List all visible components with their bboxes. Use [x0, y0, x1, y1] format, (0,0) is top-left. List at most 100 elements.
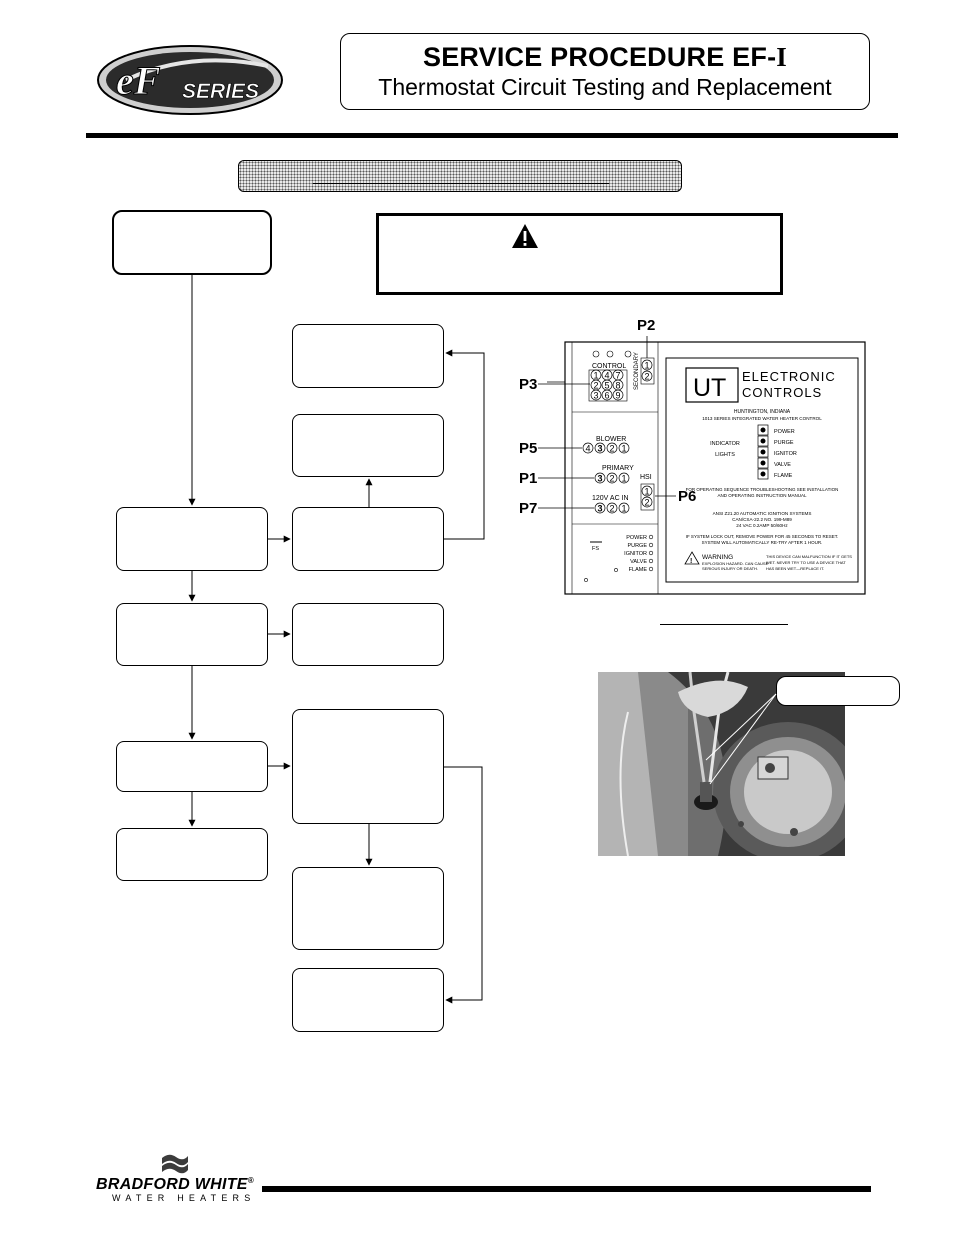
brand-line-1: ELECTRONIC: [742, 369, 836, 384]
svg-text:1: 1: [621, 474, 626, 484]
ef-logo-series-text: SERIES: [182, 80, 259, 103]
lockout-line-1: IF SYSTEM LOCK OUT, REMOVE POWER FOR 45 …: [686, 534, 839, 539]
label-p5: P5: [519, 440, 537, 457]
board-series-line: 1013 SERIES INTEGRATED WATER HEATER CONT…: [702, 416, 822, 421]
board-caption-underline: [660, 624, 788, 625]
label-p7: P7: [519, 500, 537, 517]
title-roman-numeral: I: [776, 42, 787, 72]
svg-text:9: 9: [615, 391, 620, 401]
p3-connector-pins: 1 4 7 2 5 8 3 6 9: [590, 369, 624, 401]
svg-text:!: !: [690, 558, 692, 565]
ef-series-logo: eF SERIES: [97, 45, 283, 115]
flow-box-left-3: [116, 741, 268, 792]
flow-box-right-5: [292, 709, 444, 824]
control-board-diagram: UT ELECTRONIC CONTROLS HUNTINGTON, INDIA…: [519, 317, 866, 595]
board-location: HUNTINGTON, INDIANA: [734, 409, 791, 415]
p2-connector-pins: 1 2: [641, 359, 653, 382]
label-p3: P3: [519, 376, 537, 393]
svg-text:POWER: POWER: [626, 535, 647, 541]
fs-label: FS: [592, 546, 599, 552]
svg-text:2: 2: [593, 381, 598, 391]
indicator-label-1: INDICATOR: [710, 441, 740, 447]
svg-text:7: 7: [615, 371, 620, 381]
svg-text:1: 1: [621, 504, 626, 514]
page-subtitle: Thermostat Circuit Testing and Replaceme…: [378, 74, 832, 100]
hsi-label: HSI: [640, 474, 652, 481]
warning-triangle-icon: [512, 224, 538, 248]
warning-small-icon: !: [684, 551, 700, 565]
flow-box-right-2: [292, 414, 444, 477]
svg-text:1: 1: [644, 487, 649, 497]
indicator-purge: PURGE: [774, 440, 794, 446]
sequence-note-2: AND OPERATING INSTRUCTION MANUAL: [718, 493, 807, 498]
indicator-label-2: LIGHTS: [715, 452, 735, 458]
primary-label: PRIMARY: [602, 465, 634, 472]
svg-text:VALVE: VALVE: [630, 559, 647, 565]
label-p2: P2: [637, 317, 655, 334]
section-banner: [238, 160, 682, 192]
label-p1: P1: [519, 470, 537, 487]
board-warning-line-2: SERIOUS INJURY OR DEATH.: [702, 566, 758, 571]
arrow-right-5-loop-to-right-7: [444, 766, 483, 1004]
svg-text:6: 6: [604, 391, 609, 401]
flow-box-left-1: [116, 507, 268, 571]
flow-box-right-6: [292, 867, 444, 950]
flow-box-left-4: [116, 828, 268, 881]
p7-connector-pins: 3 2 1: [594, 502, 630, 514]
photo-callout-box: [776, 676, 900, 706]
flow-box-right-4: [292, 603, 444, 666]
p6-connector-pins: 1 2: [641, 485, 653, 508]
ef-logo-letters: eF: [116, 58, 161, 103]
label-p6: P6: [678, 488, 696, 505]
svg-text:3: 3: [597, 474, 602, 484]
device-line-1: THIS DEVICE CAN MALFUNCTION IF IT GETS: [766, 554, 852, 559]
page-title: SERVICE PROCEDURE EF-I: [423, 42, 787, 72]
svg-text:1: 1: [593, 371, 598, 381]
svg-text:2: 2: [609, 474, 614, 484]
footer-divider: [262, 1186, 871, 1192]
title-box: SERVICE PROCEDURE EF-I Thermostat Circui…: [340, 33, 870, 110]
svg-text:4: 4: [585, 444, 590, 454]
flow-start-box: [112, 210, 272, 275]
cert-line-1: ANSI Z21.20 AUTOMATIC IGNITION SYSTEMS: [713, 511, 812, 516]
flow-box-right-3: [292, 507, 444, 571]
bradford-white-tagline: WATER HEATERS: [112, 1193, 256, 1203]
svg-text:3: 3: [597, 504, 602, 514]
flow-box-left-2: [116, 603, 268, 666]
svg-text:PURGE: PURGE: [627, 543, 647, 549]
svg-text:FLAME: FLAME: [629, 567, 648, 573]
board-indicator-list: POWER PURGE IGNITOR VALVE FLAME: [624, 535, 647, 573]
p1-connector-pins: 3 2 1: [594, 472, 630, 484]
lockout-line-2: SYSTEM WILL AUTOMATICALLY RE-TRY AFTER 1…: [702, 540, 823, 545]
indicator-lights: [757, 424, 769, 480]
ac-in-label: 120V AC IN: [592, 495, 629, 502]
svg-text:5: 5: [604, 381, 609, 391]
svg-text:2: 2: [609, 444, 614, 454]
arrow-right-3-loop-to-right-1: [444, 349, 485, 540]
device-line-2: WET. NEVER TRY TO USE A DEVICE THAT: [766, 560, 846, 565]
svg-text:3: 3: [593, 391, 598, 401]
warning-box: [376, 213, 783, 295]
svg-text:2: 2: [644, 498, 649, 508]
cert-line-3: 24 VAC 0.2AMP 50/60Hz: [736, 523, 788, 528]
flow-box-right-1: [292, 324, 444, 388]
svg-text:2: 2: [644, 372, 649, 382]
control-label: CONTROL: [592, 363, 626, 370]
indicator-flame: FLAME: [774, 473, 793, 479]
blower-label: BLOWER: [596, 436, 626, 443]
section-banner-underline: [313, 183, 609, 184]
ut-logo-text: UT: [693, 374, 726, 402]
flow-box-right-7: [292, 968, 444, 1032]
board-warning-line-1: EXPLOSION HAZARD. CAN CAUSE: [702, 561, 769, 566]
device-line-3: HAS BEEN WET—REPLACE IT.: [766, 566, 824, 571]
p5-connector-pins: 4 3 2 1: [582, 442, 630, 454]
indicator-ignitor: IGNITOR: [774, 451, 797, 457]
indicator-power: POWER: [774, 429, 795, 435]
svg-text:1: 1: [644, 361, 649, 371]
sequence-note-1: FOR OPERATING SEQUENCE TROUBLESHOOTING S…: [686, 487, 839, 492]
cert-line-2: CAN/CSA-22.2 NO. 199-M89: [732, 517, 792, 522]
brand-line-2: CONTROLS: [742, 385, 822, 400]
indicator-valve: VALVE: [774, 462, 791, 468]
ut-logo-box: [685, 367, 739, 403]
secondary-label: SECONDARY: [634, 352, 640, 390]
